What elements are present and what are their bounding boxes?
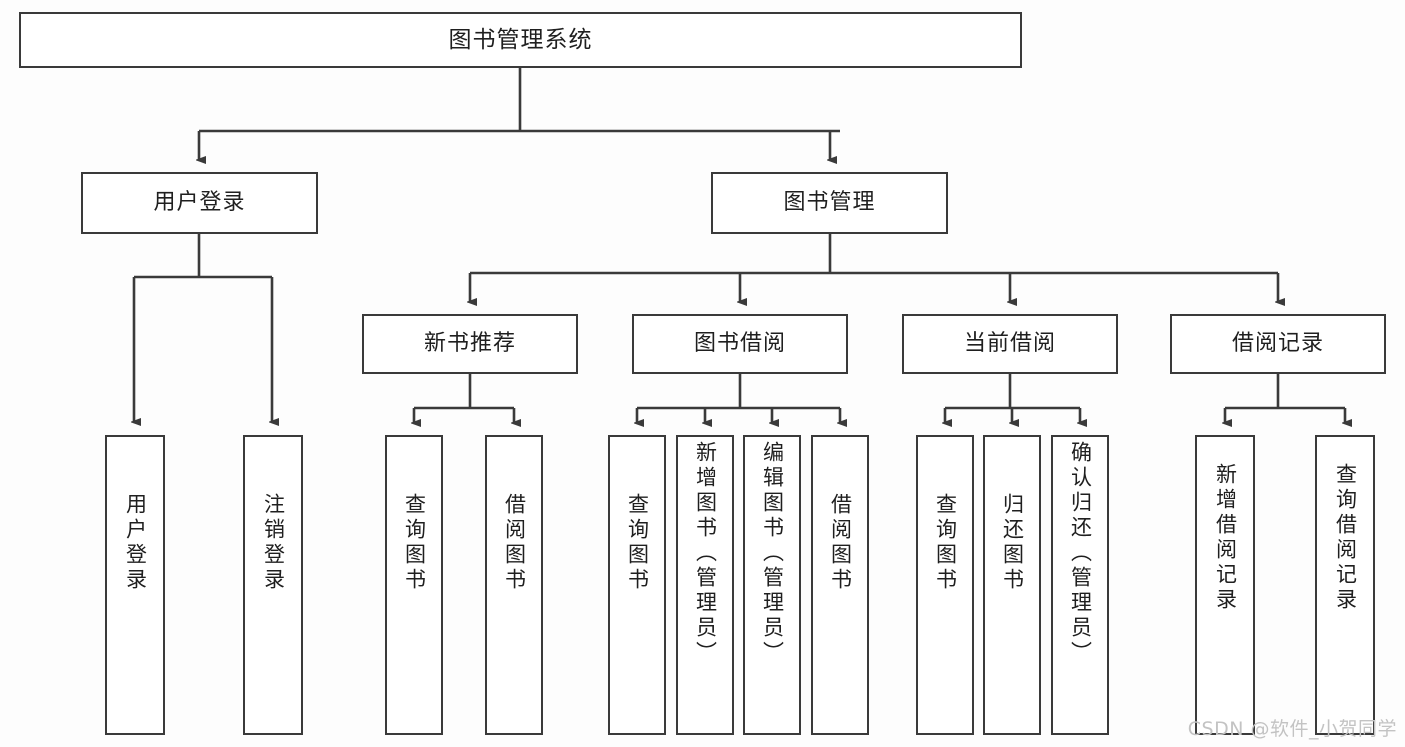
node-leaf-add-record[interactable]: 新增借阅记录 — [1195, 435, 1255, 735]
node-leaf-query-book-2[interactable]: 查询图书 — [608, 435, 666, 735]
node-leaf-query-book-2-label: 查询图书 — [625, 493, 650, 593]
node-leaf-logout-login-label: 注销登录 — [261, 493, 286, 593]
node-leaf-edit-book[interactable]: 编辑图书（管理员） — [743, 435, 801, 735]
node-leaf-return-book[interactable]: 归还图书 — [983, 435, 1041, 735]
node-leaf-borrow-book-1[interactable]: 借阅图书 — [485, 435, 543, 735]
node-leaf-edit-book-label: 编辑图书（管理员） — [760, 441, 785, 666]
node-root-label: 图书管理系统 — [448, 26, 593, 53]
node-leaf-add-record-label: 新增借阅记录 — [1213, 463, 1238, 613]
node-root[interactable]: 图书管理系统 — [19, 12, 1022, 68]
node-new-book-recommend-label: 新书推荐 — [423, 331, 516, 357]
node-borrow-record-label: 借阅记录 — [1231, 331, 1324, 357]
node-leaf-query-book-1-label: 查询图书 — [402, 493, 427, 593]
node-leaf-add-book[interactable]: 新增图书（管理员） — [676, 435, 734, 735]
node-user-login-label: 用户登录 — [153, 190, 246, 216]
node-borrow-record[interactable]: 借阅记录 — [1170, 314, 1386, 374]
node-leaf-query-book-3-label: 查询图书 — [933, 493, 958, 593]
node-book-manage-label: 图书管理 — [783, 190, 876, 216]
node-book-manage[interactable]: 图书管理 — [711, 172, 948, 234]
node-book-borrow-label: 图书借阅 — [693, 331, 786, 357]
node-current-borrow[interactable]: 当前借阅 — [902, 314, 1118, 374]
node-leaf-confirm-return[interactable]: 确认归还（管理员） — [1051, 435, 1109, 735]
node-new-book-recommend[interactable]: 新书推荐 — [362, 314, 578, 374]
node-leaf-query-record-label: 查询借阅记录 — [1333, 463, 1358, 613]
node-leaf-query-book-1[interactable]: 查询图书 — [385, 435, 443, 735]
node-user-login[interactable]: 用户登录 — [81, 172, 318, 234]
node-leaf-borrow-book-1-label: 借阅图书 — [502, 493, 527, 593]
node-leaf-return-book-label: 归还图书 — [1000, 493, 1025, 593]
node-leaf-borrow-book-2[interactable]: 借阅图书 — [811, 435, 869, 735]
node-leaf-borrow-book-2-label: 借阅图书 — [828, 493, 853, 593]
node-leaf-query-record[interactable]: 查询借阅记录 — [1315, 435, 1375, 735]
node-leaf-query-book-3[interactable]: 查询图书 — [916, 435, 974, 735]
node-current-borrow-label: 当前借阅 — [963, 331, 1056, 357]
node-leaf-user-login-label: 用户登录 — [123, 493, 148, 593]
node-leaf-user-login[interactable]: 用户登录 — [105, 435, 165, 735]
node-leaf-confirm-return-label: 确认归还（管理员） — [1068, 441, 1093, 666]
csdn-watermark: CSDN @软件_小贺同学 — [1187, 718, 1397, 740]
node-leaf-add-book-label: 新增图书（管理员） — [693, 441, 718, 666]
node-leaf-logout-login[interactable]: 注销登录 — [243, 435, 303, 735]
node-book-borrow[interactable]: 图书借阅 — [632, 314, 848, 374]
